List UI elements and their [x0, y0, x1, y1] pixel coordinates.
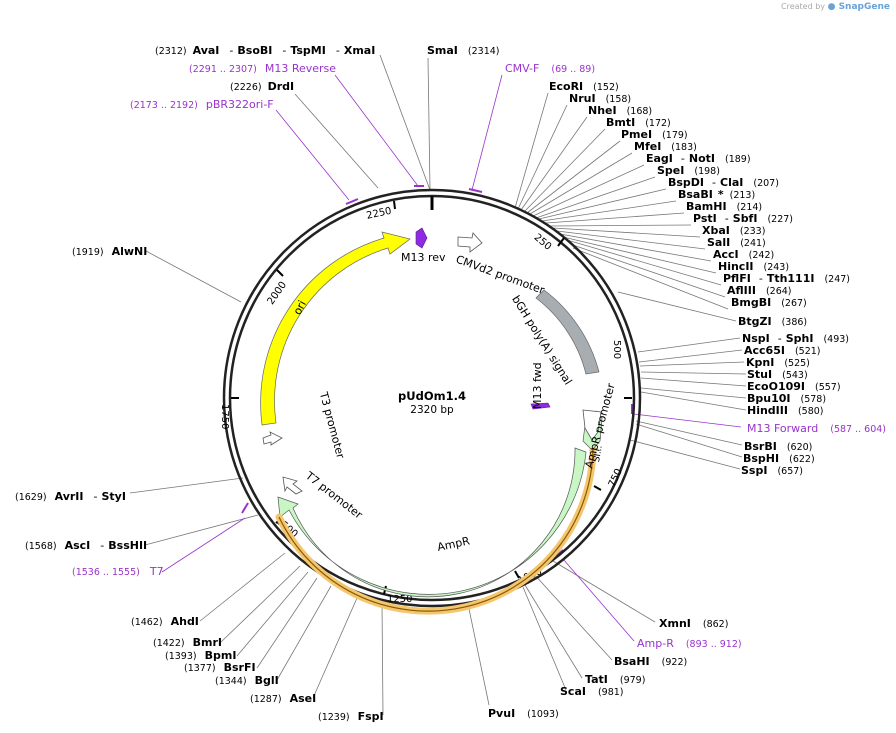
site-label-bsphi: BspHI(622)	[743, 452, 815, 465]
plasmid-length: 2320 bp	[410, 404, 454, 416]
site-label-ecori: EcoRI(152)	[549, 80, 619, 93]
leader-lines	[129, 54, 747, 716]
site-label-smai: SmaI(2314)	[427, 44, 500, 57]
snapgene-credit: Created by ● SnapGene	[781, 2, 890, 12]
site-label-bsabi: BsaBI*(213)	[678, 188, 755, 201]
site-label-ava-group: (2312)AvaI-BsoBI-TspMI-XmaI	[155, 44, 375, 57]
t3-promoter-arrow	[262, 431, 283, 446]
primer-label-cmv-f: CMV-F(69 .. 89)	[505, 62, 595, 75]
site-label-pflfi-tth111i: PflFI-Tth111I(247)	[723, 272, 850, 285]
site-label-bgli: (1344)BglI	[215, 674, 279, 687]
credit-brand: SnapGene	[838, 2, 890, 12]
site-label-hindiii: HindIII(580)	[747, 404, 824, 417]
site-label-bmri: (1422)BmrI	[153, 636, 222, 649]
primer-label-m13-reverse: (2291 .. 2307)M13 Reverse	[189, 62, 336, 75]
site-label-eagi-noti: EagI-NotI(189)	[646, 152, 751, 165]
site-label-hincii: HincII(243)	[718, 260, 789, 273]
site-label-xbai: XbaI(233)	[702, 224, 765, 237]
site-label-bsahi: BsaHI(922)	[614, 655, 687, 668]
site-label-avrii-styi: (1629)AvrII-StyI	[15, 490, 126, 503]
plasmid-name: pUdOm1.4	[398, 389, 466, 403]
feature-label-ori: ori	[291, 298, 309, 317]
feature-label-ampr: AmpR	[436, 534, 471, 554]
tick-label: 1250	[387, 594, 412, 605]
primer-markers	[241, 185, 633, 557]
site-label-tati: TatI(979)	[585, 673, 645, 686]
site-label-nhei: NheI(168)	[588, 104, 652, 117]
tick-label: 1750	[219, 404, 230, 429]
snapgene-logo: ● SnapGene	[827, 2, 890, 12]
cmvd2-promoter-arrow	[457, 232, 483, 253]
primer-label-m13-forward: M13 Forward(587 .. 604)	[747, 422, 886, 435]
tick-label: 500	[611, 340, 622, 359]
site-label-sali: SalI(241)	[707, 236, 766, 249]
feature-label-m13-fwd: M13 fwd	[531, 362, 544, 409]
feature-label-cmvd2-promoter: CMVd2 promoter	[454, 253, 546, 297]
ampr-gap	[282, 452, 572, 584]
site-label-acci: AccI(242)	[713, 248, 774, 261]
ampr-orf-band	[275, 443, 597, 615]
feature-label-signal: SI...	[592, 445, 605, 463]
site-label-bamhi: BamHI(214)	[686, 200, 762, 213]
site-label-bmti: BmtI(172)	[606, 116, 671, 129]
site-label-bsrfi: (1377)BsrFI	[184, 661, 256, 674]
tick-label: 750	[607, 467, 625, 489]
site-label-bmgbi: BmgBI(267)	[731, 296, 807, 309]
site-label-bsrbi: BsrBI(620)	[744, 440, 812, 453]
site-label-scai: ScaI(981)	[560, 685, 624, 698]
site-label-nspi-sphi: NspI-SphI(493)	[742, 332, 849, 345]
site-label-afliii: AflIII(264)	[727, 284, 792, 297]
ampr-promoter-arrow	[582, 409, 602, 441]
site-label-bpu10i: Bpu10I(578)	[747, 392, 826, 405]
m13-fwd-arrow	[530, 402, 551, 410]
primer-label-amp-r: Amp-R(893 .. 912)	[637, 637, 742, 650]
site-label-mfei: MfeI(183)	[634, 140, 697, 153]
site-label-sspi: SspI(657)	[741, 464, 803, 477]
site-label-asei: (1287)AseI	[250, 692, 316, 705]
site-label-drdi: (2226)DrdI	[230, 80, 294, 93]
ori-feature-arrow	[260, 231, 411, 426]
site-label-kpni: KpnI(525)	[746, 356, 810, 369]
ampr-feature-arrow	[277, 447, 587, 598]
site-label-nrui: NruI(158)	[569, 92, 631, 105]
primer-label-pbr322ori-f: (2173 .. 2192)pBR322ori-F	[130, 98, 274, 111]
ampr-orf-line	[278, 446, 594, 612]
site-label-fspi: (1239)FspI	[318, 710, 384, 723]
backbone-outer	[222, 188, 642, 608]
site-label-bspdi-clai: BspDI-ClaI(207)	[668, 176, 779, 189]
restriction-site-labels: (2312)AvaI-BsoBI-TspMI-XmaI SmaI(2314) (…	[15, 44, 850, 723]
credit-prefix: Created by	[781, 2, 826, 11]
site-label-xmni: XmnI(862)	[659, 617, 728, 630]
site-label-bpmi: (1393)BpmI	[165, 649, 236, 662]
bgh-polya-feature	[535, 289, 600, 375]
site-label-stui: StuI(543)	[747, 368, 808, 381]
primer-label-t7: (1536 .. 1555)T7	[72, 565, 164, 578]
feature-label-m13-rev: M13 rev	[401, 251, 446, 264]
tick-label: 2250	[365, 206, 392, 222]
site-label-acc65i: Acc65I(521)	[744, 344, 821, 357]
feature-label-t3-promoter: T3 promoter	[317, 390, 348, 461]
site-label-psti-sbfi: PstI-SbfI(227)	[693, 212, 793, 225]
site-label-pmei: PmeI(179)	[621, 128, 688, 141]
site-label-pvui: PvuI(1093)	[488, 707, 559, 720]
tick-label: 2000	[266, 280, 290, 307]
site-label-ecoo109i: EcoO109I(557)	[747, 380, 841, 393]
m13-rev-arrow	[415, 227, 428, 249]
site-label-ahdi: (1462)AhdI	[131, 615, 199, 628]
site-label-alwni: (1919)AlwNI	[72, 245, 147, 258]
site-label-spei: SpeI(198)	[657, 164, 720, 177]
site-label-btgzi: BtgZI(386)	[738, 315, 807, 328]
feature-label-t7-promoter: T7 promoter	[302, 469, 365, 522]
primer-labels: (2291 .. 2307)M13 Reverse (2173 .. 2192)…	[72, 62, 886, 650]
site-label-asci-bsshii: (1568)AscI-BssHII	[25, 539, 147, 552]
primer-leader-lines	[161, 74, 742, 642]
t7-promoter-arrow	[282, 476, 303, 495]
